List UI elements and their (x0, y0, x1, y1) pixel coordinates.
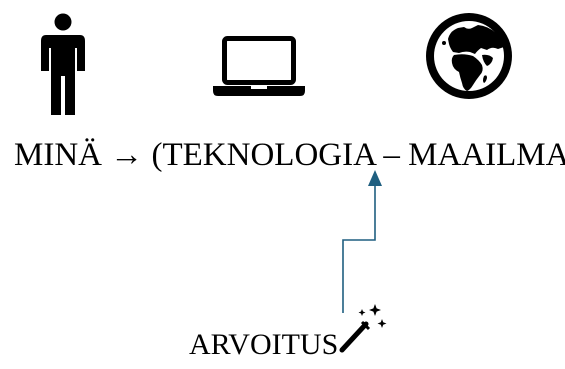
main-statement: MINÄ → (TEKNOLOGIA – MAAILMA) (14, 135, 565, 175)
arrow-symbol: → (110, 137, 144, 173)
person-icon (41, 13, 85, 115)
technology-world-label: (TEKNOLOGIA – MAAILMA) (151, 137, 565, 173)
connector-arrow (342, 170, 382, 313)
globe-icon (426, 13, 512, 99)
magic-wand-icon (339, 304, 387, 353)
laptop-icon (213, 36, 305, 96)
puzzle-label: ARVOITUS (189, 328, 339, 361)
self-label: MINÄ (14, 137, 102, 173)
